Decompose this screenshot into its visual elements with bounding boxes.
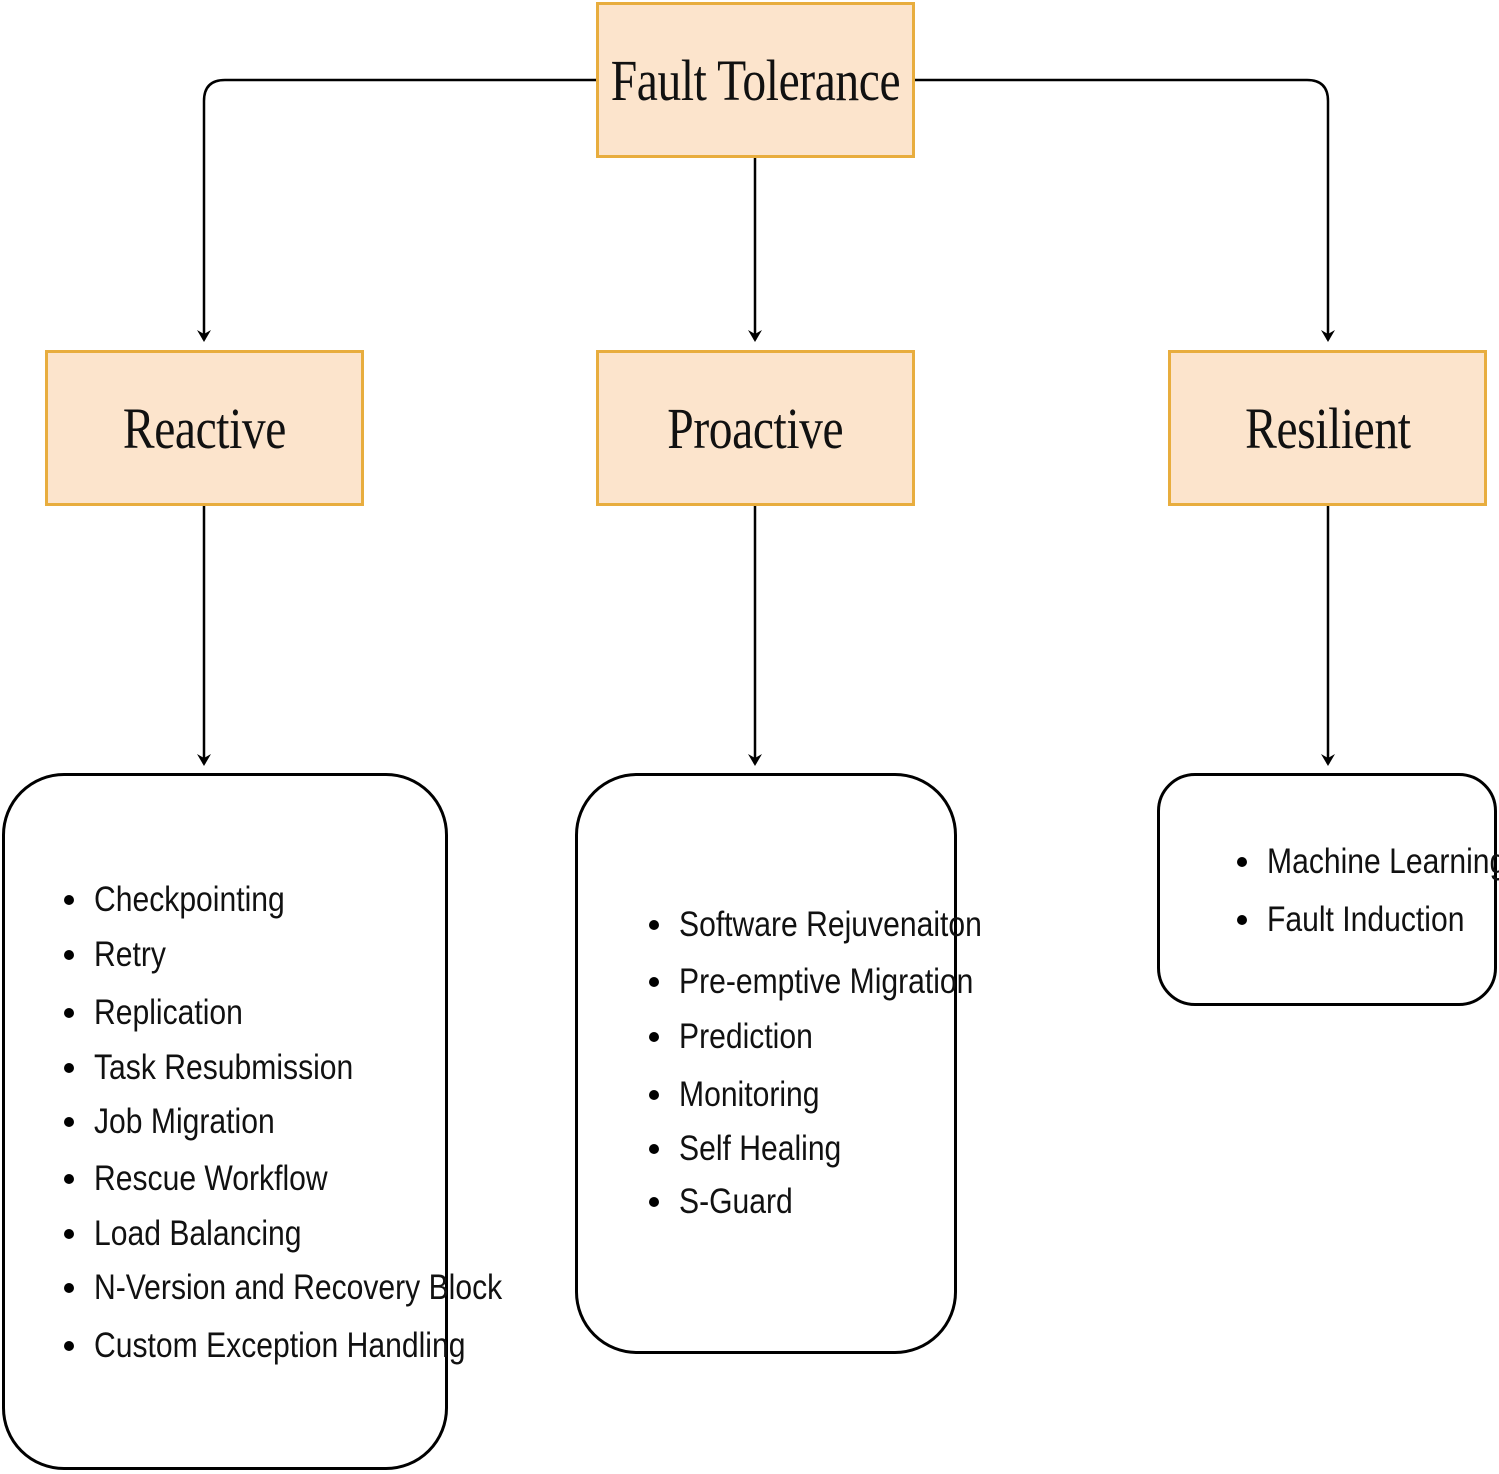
reactive-technique-item: Retry [94,935,166,974]
reactive-technique-item: Job Migration [94,1102,275,1141]
bullet-icon [1237,857,1247,867]
bullet-icon [64,1174,74,1184]
root-node: Fault Tolerance [596,2,915,158]
category-label-resilient: Resilient [1244,395,1411,461]
bullet-icon [649,1090,659,1100]
reactive-technique-item: Rescue Workflow [94,1159,328,1198]
bullet-icon [649,1144,659,1154]
proactive-technique-item: Pre-emptive Migration [679,962,974,1001]
proactive-technique-item: Monitoring [679,1075,820,1114]
proactive-technique-item: Self Healing [679,1129,842,1168]
reactive-technique-item: Replication [94,993,243,1032]
bullet-icon [649,1197,659,1207]
bullet-icon [1237,915,1247,925]
bullet-icon [64,1117,74,1127]
bullet-icon [64,1063,74,1073]
resilient-technique-item: Machine Learning [1267,842,1499,881]
bullet-icon [64,895,74,905]
bullet-icon [649,977,659,987]
bullet-icon [649,1032,659,1042]
root-node-label: Fault Tolerance [610,47,901,113]
category-label-proactive: Proactive [667,395,844,461]
reactive-technique-item: Load Balancing [94,1214,302,1253]
proactive-techniques-box [575,773,957,1354]
category-node-proactive: Proactive [596,350,915,506]
connector-root-resilient [913,78,1335,342]
resilient-technique-item: Fault Induction [1267,900,1465,939]
bullet-icon [64,1008,74,1018]
bullet-icon [64,1341,74,1351]
proactive-technique-item: Prediction [679,1017,813,1056]
resilient-techniques-box [1157,773,1497,1006]
reactive-technique-item: Task Resubmission [94,1048,354,1087]
proactive-technique-item: S-Guard [679,1182,793,1221]
reactive-technique-item: Checkpointing [94,880,285,919]
bullet-icon [64,1283,74,1293]
proactive-technique-item: Software Rejuvenaiton [679,905,982,944]
bullet-icon [649,920,659,930]
reactive-techniques-box [2,773,448,1470]
connector-root-reactive [197,78,597,342]
category-label-reactive: Reactive [122,395,287,461]
bullet-icon [64,950,74,960]
reactive-technique-item: N-Version and Recovery Block [94,1268,503,1307]
reactive-technique-item: Custom Exception Handling [94,1326,466,1365]
category-node-resilient: Resilient [1168,350,1487,506]
category-node-reactive: Reactive [45,350,364,506]
bullet-icon [64,1229,74,1239]
